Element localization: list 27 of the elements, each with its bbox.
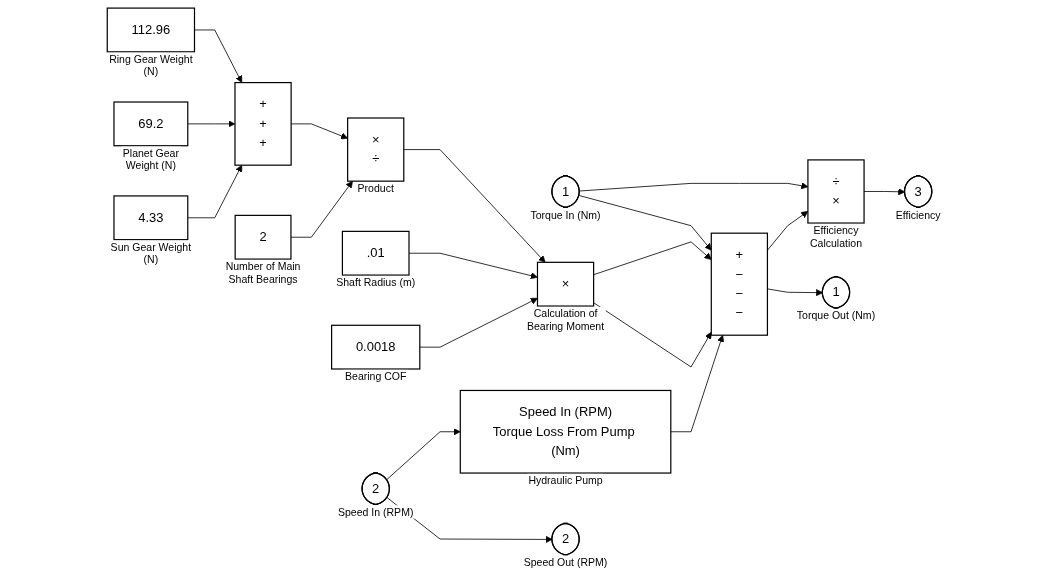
node-label: Speed Out (RPM) <box>523 556 608 569</box>
node-box: 4.33 <box>113 195 189 241</box>
node-label: Planet Gear Weight (N) <box>122 147 179 172</box>
node-label: Torque Out (Nm) <box>796 309 876 322</box>
node-label: Speed In (RPM) <box>338 505 414 518</box>
node-box: 112.96 <box>106 7 196 53</box>
node-box: ÷ × <box>807 159 865 224</box>
node-label: Ring Gear Weight (N) <box>109 53 193 78</box>
node-box: + + + <box>234 82 292 166</box>
node-label: Efficiency Calculation <box>809 224 862 249</box>
node-box: 69.2 <box>113 101 189 147</box>
node-label: Torque In (Nm) <box>530 208 601 221</box>
node-label: Bearing COF <box>345 370 407 383</box>
node-box: 2 <box>234 214 292 260</box>
node-label: Shaft Radius (m) <box>336 276 416 289</box>
node-label: Efficiency <box>895 208 941 221</box>
node-label: Product <box>357 182 394 195</box>
node-label: Calculation of Bearing Moment <box>526 307 605 332</box>
node-box: .01 <box>341 230 410 276</box>
node-box: × ÷ <box>347 117 405 182</box>
node-label: Number of Main Shaft Bearings <box>225 260 301 285</box>
node-box: + − − − <box>710 232 769 336</box>
node-label: Sun Gear Weight (N) <box>110 240 192 266</box>
node-box: × <box>536 261 595 307</box>
node-box: 0.0018 <box>331 324 421 370</box>
node-box: Speed In (RPM) Torque Loss From Pump (Nm) <box>459 389 672 474</box>
node-label: Hydraulic Pump <box>528 474 603 487</box>
